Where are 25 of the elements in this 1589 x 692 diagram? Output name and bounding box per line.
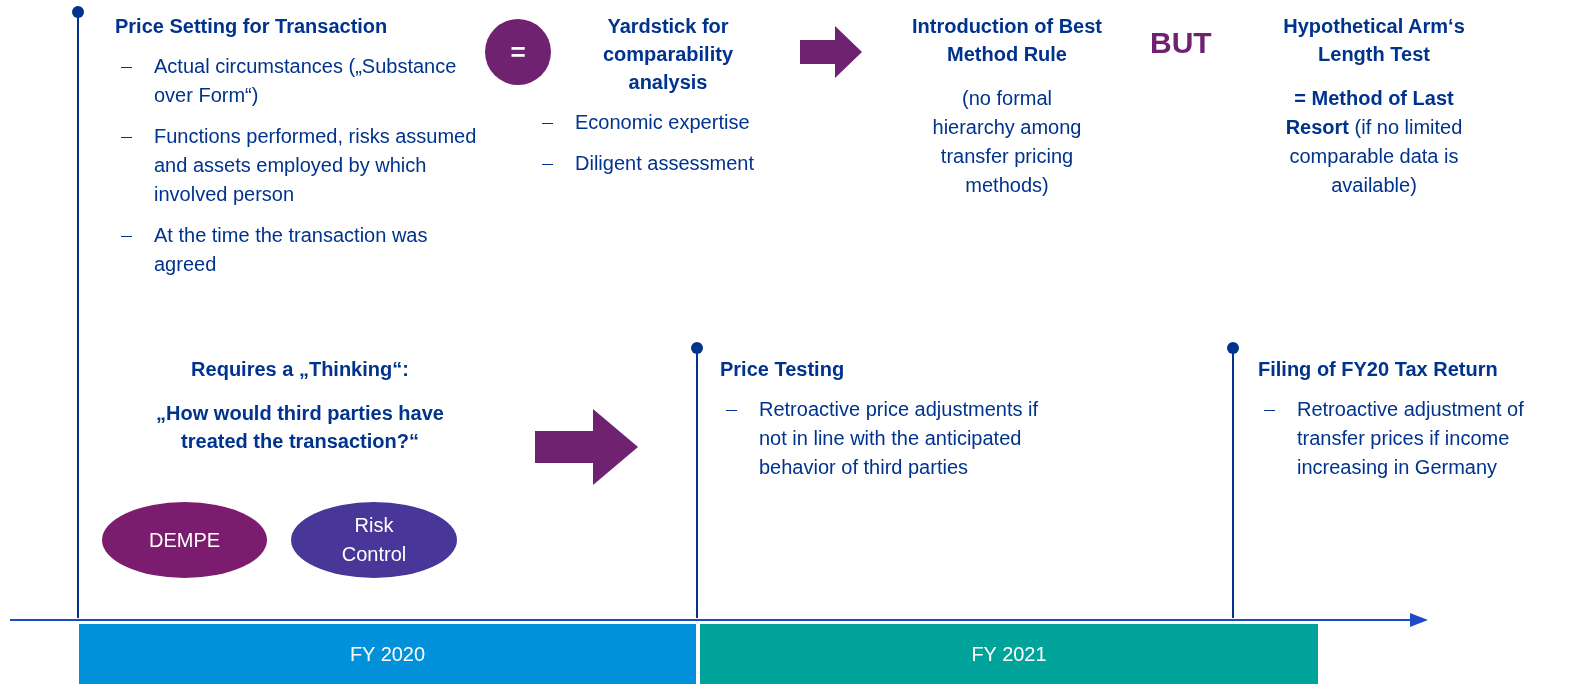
equals-circle: = (485, 19, 551, 85)
bullet-text: Economic expertise (575, 110, 750, 135)
bullet-text: Retroactive price adjustments if not in line with the anticipated behavior of third parties (759, 397, 1039, 480)
bullet-text: Functions performed, risks assumed and assets employed by which involved person (154, 124, 478, 207)
bullet-text: Diligent assessment (575, 151, 754, 176)
fiscal-year-bar: FY 2021 (700, 624, 1318, 684)
block-arrow (800, 26, 862, 78)
body-text: (no formal hierarchy among transfer pricing methods) (931, 86, 1083, 198)
heading: Filing of FY20 Tax Return (1258, 357, 1499, 382)
heading: Hypothetical Arm‘s Length Test (1282, 14, 1466, 67)
block-arrow (535, 409, 638, 485)
fiscal-year-bar: FY 2020 (79, 624, 696, 684)
heading: Requires a „Thinking“: (190, 357, 410, 382)
heading: Introduction of Best Method Rule (911, 14, 1103, 67)
conjunction-word: BUT (1150, 26, 1212, 60)
topic-oval: DEMPE (102, 502, 267, 578)
heading: Price Testing (720, 357, 846, 382)
bullet-text: Actual circumstances („Substance over Form“) (154, 54, 458, 108)
heading: Price Setting for Transaction (115, 14, 389, 39)
bullet-text: Retroactive adjustment of transfer prices if income increasing in Germany (1297, 397, 1525, 480)
heading: Yardstick for comparability analysis (601, 14, 734, 95)
bullet-text: At the time the transaction was agreed (154, 223, 429, 277)
topic-oval: Risk Control (291, 502, 457, 578)
question-text: „How would third parties have treated the transaction?“ (155, 401, 445, 454)
body-text: = Method of Last Resort (if no limited comparable data is available) (1284, 86, 1464, 198)
